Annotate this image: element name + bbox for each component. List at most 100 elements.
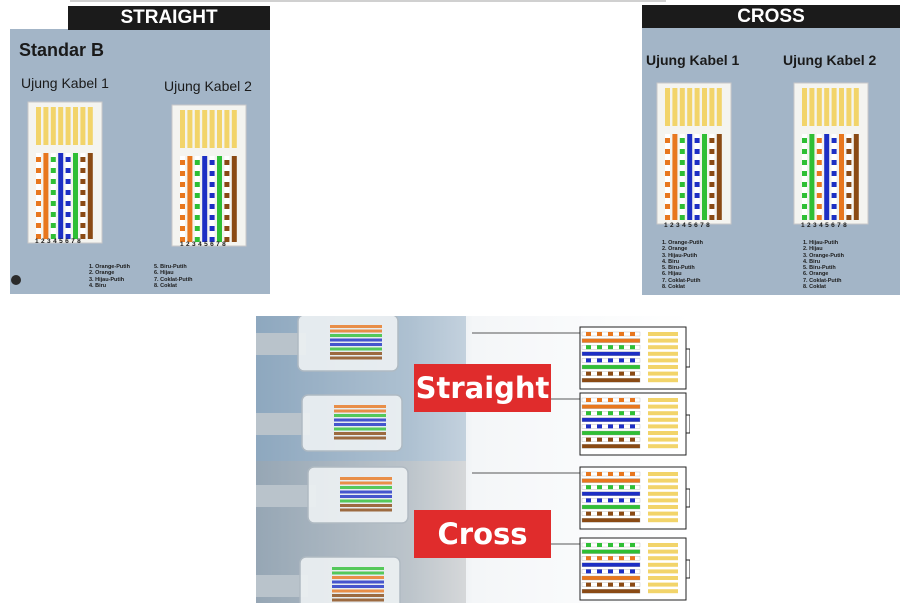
- pin-contact: [65, 107, 71, 145]
- pin-contact: [36, 107, 41, 145]
- wire-orange-white: [180, 156, 185, 242]
- wire-brown: [581, 378, 641, 383]
- pin-contact: [50, 107, 56, 145]
- legend-item: 2. Orange: [89, 270, 115, 277]
- legend-item: 3. Orange-Putih: [803, 252, 844, 259]
- wire-blue-white: [694, 134, 700, 220]
- wire-brown: [581, 518, 641, 523]
- wire-blue: [581, 562, 641, 567]
- pin-contact: [194, 110, 200, 148]
- legend-item: 5. Biru-Putih: [803, 265, 836, 272]
- pin-contact: [187, 110, 193, 148]
- wire-brown: [581, 589, 641, 594]
- pin-contact: [209, 110, 215, 148]
- rj45-wiring-diagram: [472, 392, 690, 456]
- straight-pin-numbers-1: 1 2 3 4 5 6 7 8: [35, 238, 82, 245]
- pin-contact: [58, 107, 64, 145]
- wire-brown: [716, 134, 722, 220]
- legend-item: 6. Hijau: [662, 271, 682, 278]
- top-divider: [70, 0, 666, 2]
- pin-contact: [687, 88, 693, 126]
- wire-green: [581, 504, 641, 510]
- wire-green: [809, 134, 815, 220]
- wire-brown-white: [709, 134, 715, 220]
- standard-b-title: Standar B: [19, 40, 105, 60]
- wire-green-white: [679, 134, 685, 220]
- rj45-plug-cross-end2: [793, 82, 869, 225]
- legend-item: 1. Orange-Putih: [662, 240, 703, 246]
- straight-end2-label: Ujung Kabel 2: [164, 78, 252, 94]
- wire-blue-white: [581, 498, 641, 503]
- legend-item: 7. Coklat-Putih: [803, 277, 842, 284]
- rj45-photo-connector: [256, 394, 403, 452]
- wire-orange: [581, 478, 641, 483]
- wire-orange-white: [36, 153, 41, 239]
- legend-item: 2. Orange: [662, 246, 688, 253]
- wire-orange: [672, 134, 678, 220]
- rj45-plug-straight-end1: [27, 101, 103, 244]
- legend-item: 4. Biru: [662, 258, 680, 265]
- pin-contact: [231, 110, 237, 148]
- wire-orange: [43, 153, 49, 239]
- straight-pin-numbers-2: 1 2 3 4 5 6 7 8: [180, 241, 227, 248]
- wire-orange: [581, 575, 641, 581]
- pin-contact: [824, 88, 830, 126]
- straight-legend-col2: 5. Biru-Putih 6. Hijau 7. Coklat-Putih 8…: [154, 264, 193, 289]
- rj45-wiring-diagram: [472, 537, 690, 601]
- pin-contact: [831, 88, 837, 126]
- cross-pin-numbers-2: 1 2 3 4 5 6 7 8: [801, 222, 848, 229]
- wire-blue-white: [581, 569, 641, 574]
- wire-orange: [839, 134, 844, 220]
- legend-item: 3. Hijau-Putih: [89, 276, 125, 283]
- legend-item: 4. Biru: [89, 282, 107, 289]
- legend-item: 6. Orange: [803, 271, 829, 278]
- pin-contact: [816, 88, 822, 126]
- legend-item: 6. Hijau: [154, 270, 174, 277]
- cross-label: Cross: [414, 510, 551, 558]
- pin-contact: [802, 88, 807, 126]
- cable-photo-panel: [256, 316, 690, 603]
- pin-contact: [846, 88, 852, 126]
- straight-label: Straight: [414, 364, 551, 412]
- cross-end1-label: Ujung Kabel 1: [646, 52, 740, 68]
- wire-brown: [231, 156, 237, 242]
- wire-blue-white: [831, 134, 837, 220]
- legend-item: 8. Coklat: [803, 284, 826, 291]
- straight-header: STRAIGHT: [68, 6, 270, 30]
- legend-item: 1. Orange-Putih: [89, 264, 130, 270]
- pin-contact: [87, 107, 93, 145]
- wire-green: [73, 153, 78, 239]
- wire-green: [217, 156, 222, 242]
- pin-contact: [672, 88, 678, 126]
- wire-orange-white: [581, 331, 641, 337]
- rj45-plug-cross-end1: [656, 82, 732, 225]
- wire-green-white: [581, 542, 641, 548]
- pin-contact: [809, 88, 815, 126]
- wire-green-white: [194, 156, 200, 242]
- wire-brown: [87, 153, 93, 239]
- cross-header: CROSS: [642, 5, 900, 28]
- rj45-wiring-diagram: [472, 466, 690, 530]
- cross-legend-end2: 1. Hijau-Putih 2. Hijau 3. Orange-Putih …: [803, 240, 844, 290]
- rj45-photo-connector: [256, 316, 399, 372]
- cross-legend-end1: 1. Orange-Putih 2. Orange 3. Hijau-Putih…: [662, 240, 703, 290]
- wire-brown-white: [581, 437, 641, 442]
- wire-green: [581, 549, 641, 554]
- wire-brown: [853, 134, 859, 220]
- pin-contact: [43, 107, 49, 145]
- wire-green: [581, 364, 641, 370]
- wire-brown-white: [581, 511, 641, 516]
- rj45-photo-connector: [256, 556, 401, 603]
- rj45-plug-straight-end2: [171, 104, 247, 247]
- wire-blue: [824, 134, 830, 220]
- pin-contact: [217, 110, 222, 148]
- legend-item: 1. Hijau-Putih: [803, 240, 839, 246]
- wire-green: [702, 134, 707, 220]
- wire-blue-white: [581, 358, 641, 363]
- wire-blue-white: [581, 424, 641, 429]
- wire-blue-white: [65, 153, 71, 239]
- pin-contact: [73, 107, 78, 145]
- wire-orange-white: [581, 556, 641, 561]
- legend-item: 5. Biru-Putih: [662, 265, 695, 272]
- pin-contact: [839, 88, 844, 126]
